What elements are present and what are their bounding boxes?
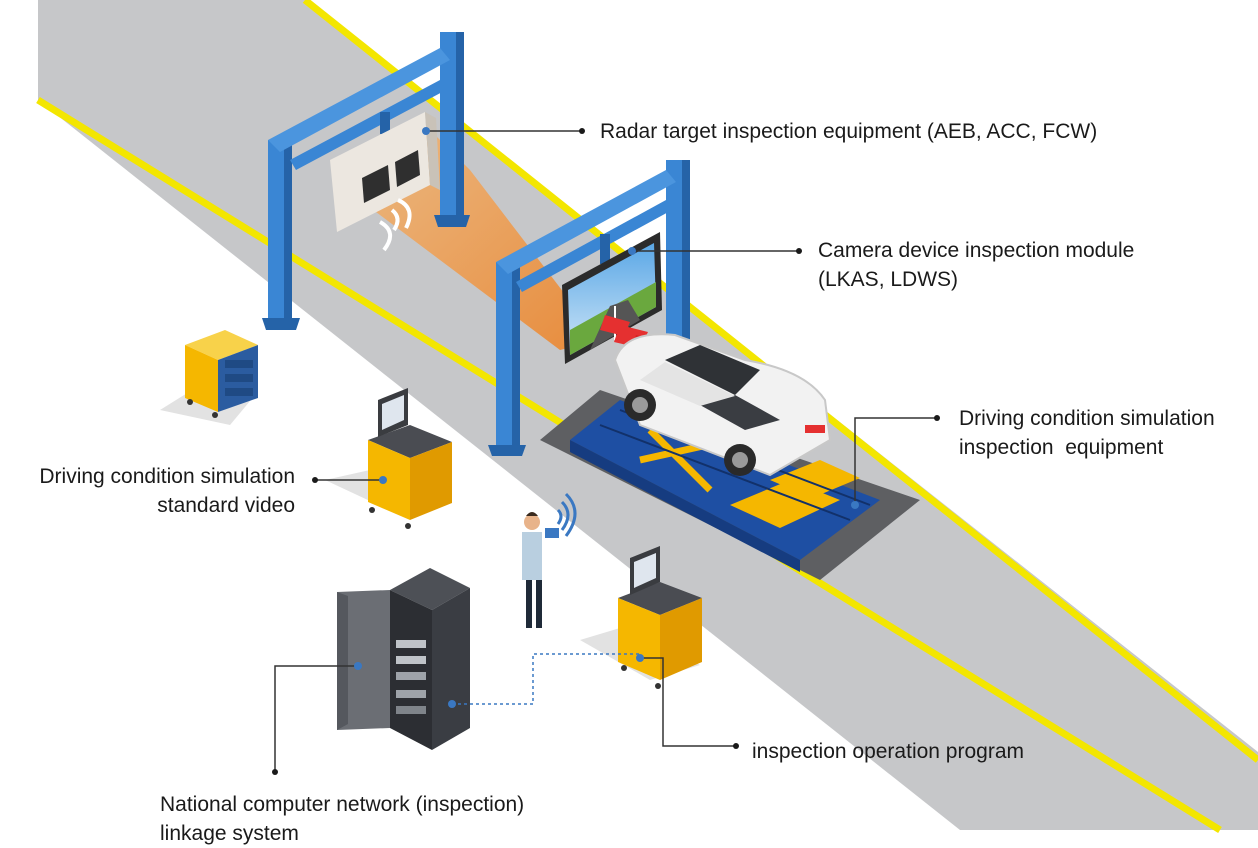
camera-label-line-2: (LKAS, LDWS) [818,268,959,291]
leader-dots [272,128,940,775]
tool-cabinet-icon [185,330,258,418]
camera-gantry [488,160,690,456]
camera-label: Camera device inspection module (LKAS, L… [818,236,1134,294]
driving-equipment-label: Driving condition simulation inspection … [959,404,1215,462]
leader-driving-equipment [854,417,937,505]
radar-label: Radar target inspection equipment (AEB, … [600,117,1097,146]
driving-equipment-label-line-1: Driving condition simulation [959,407,1215,430]
computer-cart-icon [618,546,702,689]
radar-label-line: Radar target inspection equipment (AEB, … [600,120,1098,143]
driving-equipment-label-line-2: inspection equipment [959,436,1164,459]
dyno-platform [540,390,920,580]
radar-gantry [262,32,470,330]
network-label: National computer network (inspection) l… [160,790,524,848]
network-label-line-1: National computer network (inspection) [160,793,525,816]
camera-screen-icon [562,232,662,364]
wireless-signal-icon [556,492,577,537]
radar-target-icon [330,112,440,252]
leader-network [274,665,358,772]
computer-cart-icon [368,388,452,529]
network-label-line-2: linkage system [160,822,299,845]
inspector-icon [522,512,559,628]
operation-program-label: inspection operation program [752,737,1024,766]
network-link [452,653,640,705]
camera-label-line-1: Camera device inspection module [818,239,1135,262]
server-rack-icon [337,568,470,750]
operation-program-label-line: inspection operation program [752,740,1024,763]
car-icon [613,333,832,477]
leader-lines [274,130,937,772]
standard-video-label-line-2: standard video [157,494,295,517]
standard-video-label: Driving condition simulation standard vi… [0,462,295,520]
standard-video-label-line-1: Driving condition simulation [39,465,295,488]
leader-operation-program [640,657,736,747]
